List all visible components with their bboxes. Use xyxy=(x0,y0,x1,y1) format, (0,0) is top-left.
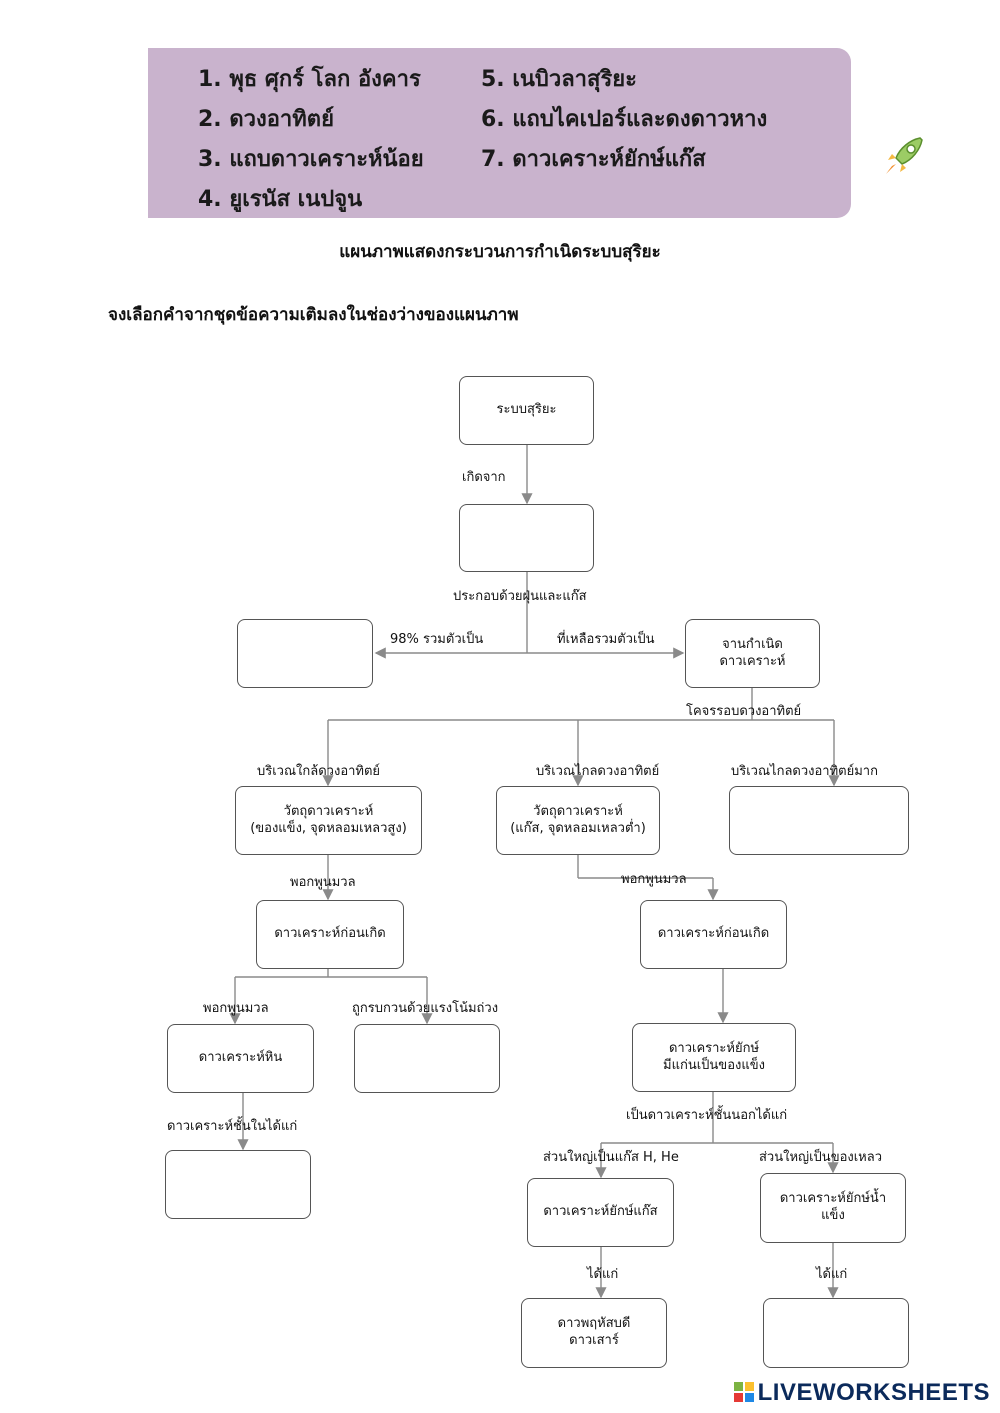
word-bank-item-1: 1. พุธ ศุกร์ โลก อังคาร xyxy=(198,67,421,92)
word-bank-item-3: 3. แถบดาวเคราะห์น้อย xyxy=(198,147,424,172)
label-born-from: เกิดจาก xyxy=(462,470,506,485)
label-rest-combined: ที่เหลือรวมตัวเป็น xyxy=(557,632,655,647)
label-very-far-sun: บริเวณไกลดวงอาทิตย์มาก xyxy=(731,764,878,779)
liveworksheets-logo-text: LIVEWORKSHEETS xyxy=(757,1379,990,1406)
box-protoplanet-right: ดาวเคราะห์ก่อนเกิด xyxy=(640,900,787,969)
label-near-sun: บริเวณใกล้ดวงอาทิตย์ xyxy=(257,764,381,779)
label-accrete-right: พอกพูนมวล xyxy=(621,872,687,887)
box-planet-material-near: วัตถุดาวเคราะห์ (ของแข็ง, จุดหลอมเหลวสูง… xyxy=(235,786,422,855)
blank-answer-inner-planets[interactable] xyxy=(165,1150,311,1219)
box-planet-material-far: วัตถุดาวเคราะห์ (แก๊ส, จุดหลอมเหลวต่ำ) xyxy=(496,786,660,855)
instruction-text: จงเลือกคำจากชุดข้อความเติมลงในช่องว่างขอ… xyxy=(108,305,519,325)
label-98-percent-combined: 98% รวมตัวเป็น xyxy=(390,632,484,647)
label-includes-left: ได้แก่ xyxy=(587,1267,619,1282)
label-disturbed-gravity: ถูกรบกวนด้วยแรงโน้มถ่วง xyxy=(352,1001,499,1016)
box-gas-giants: ดาวเคราะห์ยักษ์แก๊ส xyxy=(527,1178,674,1247)
word-bank-item-5: 5. เนบิวลาสุริยะ xyxy=(481,67,637,92)
blank-answer-disturbed[interactable] xyxy=(354,1024,500,1093)
box-solar-system: ระบบสุริยะ xyxy=(459,376,594,445)
rocket-icon xyxy=(886,137,923,174)
box-ice-giants: ดาวเคราะห์ยักษ์น้ำ แข็ง xyxy=(760,1173,906,1243)
box-protoplanetary-disk: จานกำเนิด ดาวเคราะห์ xyxy=(685,619,820,688)
label-made-of-dust-gas: ประกอบด้วยฝุ่นและแก๊ส xyxy=(453,589,587,604)
label-mostly-gas: ส่วนใหญ่เป็นแก๊ส H, He xyxy=(543,1150,679,1165)
liveworksheets-logo: LIVEWORKSHEETS xyxy=(733,1379,990,1407)
word-bank-item-2: 2. ดวงอาทิตย์ xyxy=(198,107,334,132)
label-accrete-left: พอกพูนมวล xyxy=(290,875,356,890)
box-rocky-planets: ดาวเคราะห์หิน xyxy=(167,1024,314,1093)
box-jupiter-saturn: ดาวพฤหัสบดี ดาวเสาร์ xyxy=(521,1298,667,1368)
diagram-title: แผนภาพแสดงกระบวนการกำเนิดระบบสุริยะ xyxy=(339,242,661,262)
label-inner-planets-are: ดาวเคราะห์ชั้นในได้แก่ xyxy=(167,1119,298,1134)
word-bank-item-7: 7. ดาวเคราะห์ยักษ์แก๊ส xyxy=(481,147,706,172)
label-mostly-liquid: ส่วนใหญ่เป็นของเหลว xyxy=(759,1150,883,1165)
label-includes-right: ได้แก่ xyxy=(816,1267,848,1282)
word-bank xyxy=(148,48,851,218)
label-outer-planets-are: เป็นดาวเคราะห์ชั้นนอกได้แก่ xyxy=(626,1108,788,1123)
box-protoplanet-left: ดาวเคราะห์ก่อนเกิด xyxy=(256,900,404,969)
blank-answer-ice-giants[interactable] xyxy=(763,1298,909,1368)
blank-answer-98-percent[interactable] xyxy=(237,619,373,688)
word-bank-item-6: 6. แถบไคเปอร์และดงดาวหาง xyxy=(481,107,768,132)
liveworksheets-logo-icon xyxy=(733,1382,754,1402)
blank-answer-very-far[interactable] xyxy=(729,786,909,855)
label-far-sun: บริเวณไกลดวงอาทิตย์ xyxy=(536,764,660,779)
box-giant-planets-solid-core: ดาวเคราะห์ยักษ์ มีแก่นเป็นของแข็ง xyxy=(632,1023,796,1092)
blank-answer-origin[interactable] xyxy=(459,504,594,572)
label-orbit-sun: โคจรรอบดวงอาทิตย์ xyxy=(686,704,802,719)
word-bank-item-4: 4. ยูเรนัส เนปจูน xyxy=(198,187,363,212)
label-accrete-rocky: พอกพูนมวล xyxy=(203,1001,269,1016)
